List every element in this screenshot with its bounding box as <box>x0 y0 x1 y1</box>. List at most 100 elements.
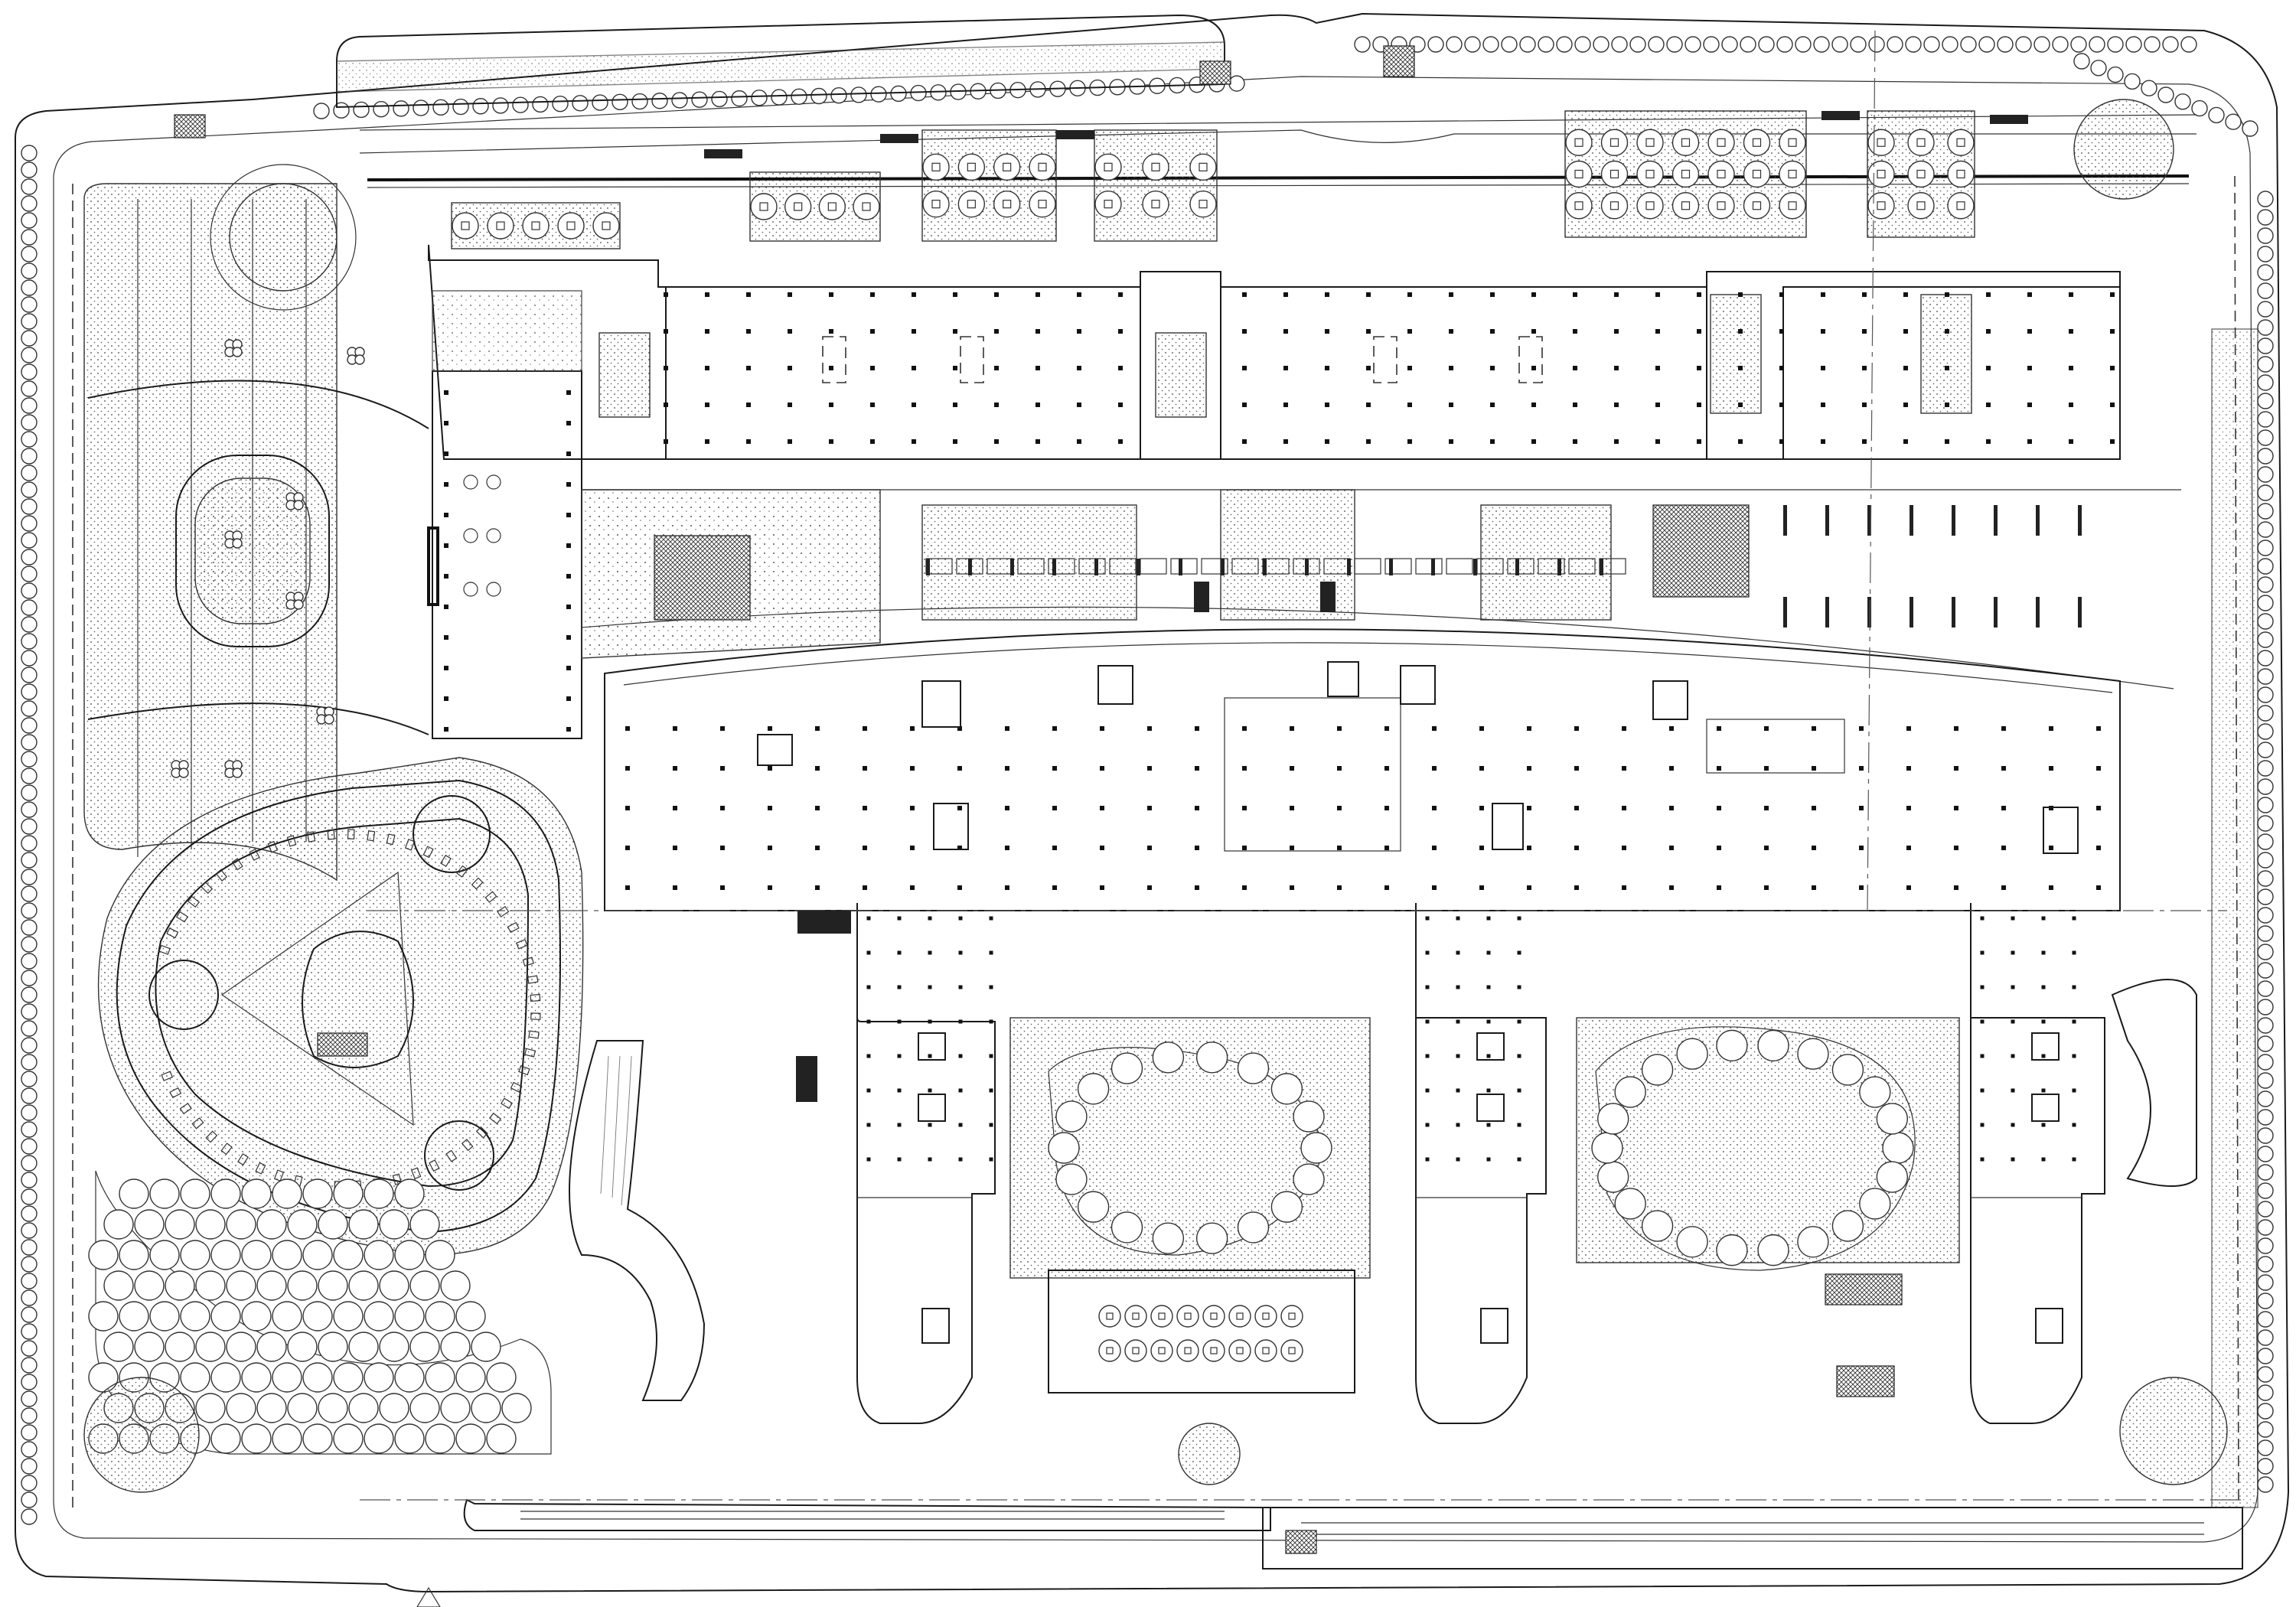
column <box>829 403 833 407</box>
hedge-shrub <box>2208 106 2225 124</box>
orchard-tree <box>134 1332 165 1362</box>
hedge-shrub <box>2191 99 2208 117</box>
column <box>2069 292 2073 297</box>
courtyard-tree <box>1152 1222 1185 1254</box>
orchard-tree <box>364 1362 394 1393</box>
column <box>1812 766 1816 771</box>
column <box>1622 885 1626 890</box>
tree-grate <box>862 202 871 211</box>
hedge-shrub <box>592 94 608 111</box>
column <box>2072 985 2076 989</box>
column <box>746 292 751 297</box>
hedge-shrub <box>2257 999 2274 1015</box>
hedge-shrub <box>21 1020 38 1037</box>
column <box>1697 439 1701 444</box>
column <box>1622 726 1626 731</box>
orchard-tree <box>501 1393 532 1423</box>
seat-module <box>429 1159 440 1172</box>
seat-module <box>158 944 171 955</box>
column <box>1574 846 1579 850</box>
tree-grate <box>1199 200 1208 209</box>
hedge-shrub <box>2257 852 2274 869</box>
hedge-shrub <box>21 1475 38 1491</box>
column <box>1738 329 1743 334</box>
column <box>1366 329 1371 334</box>
stair-core <box>1652 680 1688 720</box>
column <box>1954 806 1958 810</box>
column <box>1195 806 1199 810</box>
column <box>720 846 725 850</box>
tree-grate <box>1003 162 1012 171</box>
hedge-shrub <box>21 1054 38 1071</box>
orchard-tree <box>180 1362 210 1393</box>
column <box>2001 846 2006 850</box>
hedge-shrub <box>2257 650 2274 667</box>
corridor-wall <box>1389 559 1393 575</box>
courtyard-tree <box>1882 1132 1914 1164</box>
column <box>2110 366 2115 370</box>
column <box>1903 366 1908 370</box>
column <box>673 806 677 810</box>
column <box>989 1019 993 1024</box>
orchard-tree <box>241 1301 272 1332</box>
column <box>1283 329 1288 334</box>
column <box>815 766 820 771</box>
hedge-shrub <box>2257 1348 2274 1364</box>
hedge-shrub <box>2257 521 2274 538</box>
corridor-cell <box>1109 558 1137 575</box>
courtyard-tree <box>1831 1210 1864 1242</box>
column <box>1407 439 1412 444</box>
tree-grate <box>827 202 837 211</box>
hedge-shrub <box>21 633 38 650</box>
column <box>1986 292 1991 297</box>
tree-pit <box>1094 153 1122 181</box>
stair-core <box>757 734 793 766</box>
orchard-tree <box>149 1178 180 1209</box>
orchard-tree <box>241 1362 272 1393</box>
column <box>1456 1054 1460 1058</box>
hedge-shrub <box>572 95 589 112</box>
planter <box>1202 1339 1225 1362</box>
hedge-shrub <box>21 1172 38 1188</box>
courtyard-tree <box>1859 1188 1891 1220</box>
hedge-shrub <box>2257 374 2274 391</box>
column <box>1697 292 1701 297</box>
column <box>1669 846 1674 850</box>
stair-core <box>1327 661 1359 697</box>
hedge-shrub <box>2257 888 2274 905</box>
column <box>1052 726 1057 731</box>
column <box>2096 885 2101 890</box>
column <box>2069 439 2073 444</box>
orchard-tree <box>134 1270 165 1301</box>
column <box>1517 916 1521 921</box>
orchard-tree <box>394 1423 425 1454</box>
column <box>1954 846 1958 850</box>
column <box>953 329 957 334</box>
gate-marker <box>1056 130 1094 139</box>
column <box>897 916 902 921</box>
tree-pit <box>922 190 950 218</box>
column <box>566 696 571 701</box>
hedge-shrub <box>2070 36 2087 53</box>
column <box>1573 366 1577 370</box>
tree-pit <box>1671 129 1700 156</box>
column <box>664 439 668 444</box>
column <box>1614 366 1619 370</box>
column <box>1077 329 1081 334</box>
hedge-shrub <box>1228 75 1245 92</box>
column <box>958 916 963 921</box>
tree-pit <box>1907 129 1935 156</box>
column <box>1456 950 1460 955</box>
tree-grate <box>1877 201 1886 210</box>
column <box>1954 885 1958 890</box>
hedge-shrub <box>21 1256 38 1273</box>
tree-grate <box>1609 169 1619 179</box>
column <box>1980 1019 1985 1024</box>
tree-pit <box>1707 129 1735 156</box>
planter <box>1280 1339 1303 1362</box>
column <box>928 916 932 921</box>
column <box>566 605 571 609</box>
hedge-shrub <box>2107 66 2124 83</box>
column <box>566 666 571 670</box>
hedge-shrub <box>21 986 38 1003</box>
